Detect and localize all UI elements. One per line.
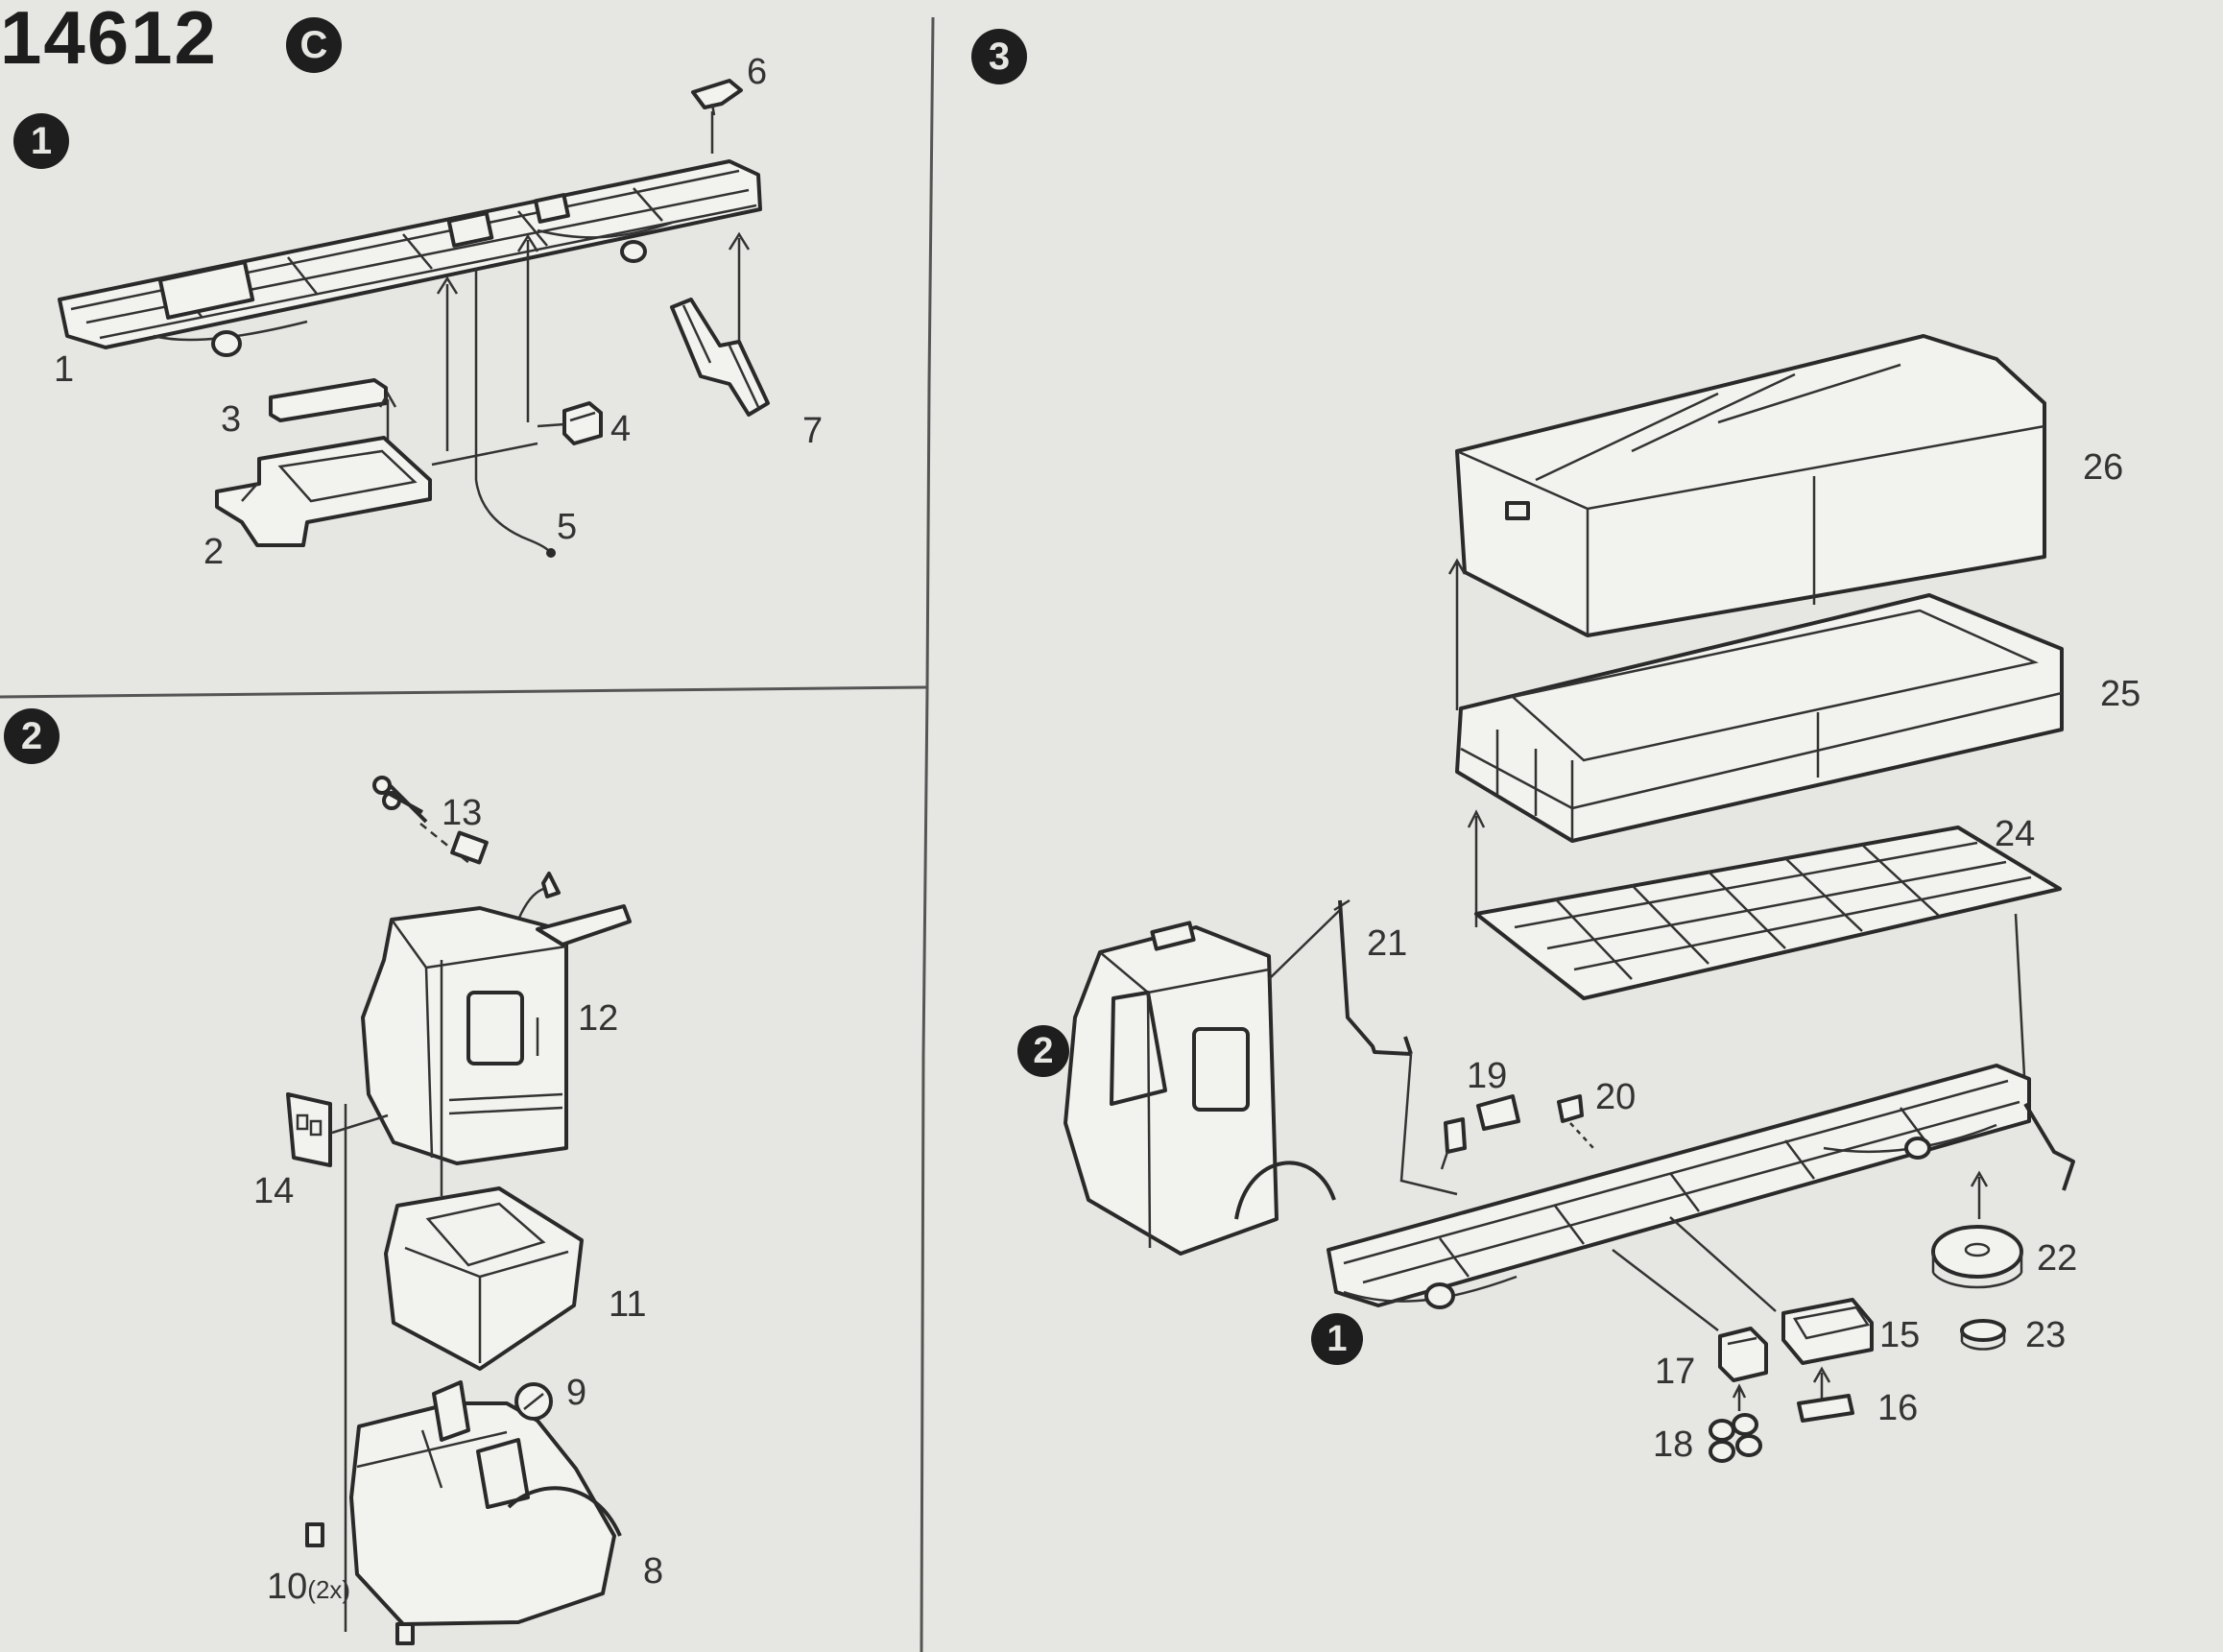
- guide-17: [1612, 1249, 1719, 1331]
- label-part-22: 22: [2037, 1238, 2078, 1279]
- cab-assembly: [1064, 921, 1336, 1256]
- arrow-16: [1812, 1366, 1831, 1401]
- label-part-16: 16: [1877, 1388, 1919, 1428]
- kit-number: 14612: [0, 0, 218, 75]
- part-13-piece: [450, 830, 489, 865]
- label-part-5: 5: [557, 507, 578, 547]
- label-part-19: 19: [1467, 1056, 1508, 1096]
- label-part-21: 21: [1367, 923, 1408, 964]
- step-3-chassis-ref-badge: 1: [1311, 1313, 1363, 1365]
- part-12-cab: [361, 904, 632, 1165]
- part-23-hub: [1960, 1319, 2006, 1351]
- chassis-frame-part-1: [58, 159, 762, 357]
- part-5-wire: [474, 479, 550, 552]
- part-6-mirror: [691, 79, 743, 116]
- part-21-pipe: [1338, 899, 1413, 1056]
- part-2-tank: [215, 436, 432, 547]
- arrow-step1-f: [378, 391, 397, 440]
- label-part-15: 15: [1879, 1315, 1921, 1355]
- part-13-horn: [541, 872, 561, 898]
- part-16-plate: [1797, 1394, 1854, 1423]
- part-3-plate: [269, 378, 388, 422]
- part-4-battery: [562, 401, 603, 445]
- part-7-bracket: [670, 298, 770, 417]
- battery-lead: [537, 422, 565, 428]
- label-part-4: 4: [610, 409, 632, 449]
- cab-ref-text: 2: [1033, 1030, 1054, 1071]
- label-part-26: 26: [2083, 447, 2124, 488]
- guide-21-to-cab: [1268, 898, 1351, 980]
- part-25-bed: [1455, 593, 2064, 843]
- step-3-badge: 3: [971, 29, 1027, 84]
- arrow-step1-c: [516, 233, 539, 422]
- variant-badge: C: [286, 17, 342, 73]
- part-14-grille: [286, 1092, 332, 1167]
- guide-14-to-12: [331, 1113, 389, 1135]
- arrow-step1-a: [436, 275, 459, 451]
- part-11-interior: [384, 1186, 584, 1371]
- label-part-10-qty: (2x): [307, 1575, 351, 1604]
- arrow-22: [1970, 1170, 1989, 1219]
- scissors-icon: [372, 776, 428, 824]
- arrow-25: [1467, 809, 1486, 927]
- part-18-parts: [1709, 1413, 1762, 1463]
- arrow-24: [2014, 913, 2027, 1095]
- vertical-divider: [920, 16, 935, 1652]
- part-20-cap: [1557, 1094, 1584, 1123]
- step-2-badge-text: 2: [20, 714, 43, 757]
- arrow-13-a: [516, 887, 544, 921]
- arrow-step1-d: [728, 231, 751, 355]
- label-part-6: 6: [747, 52, 768, 92]
- variant-badge-text: C: [299, 23, 328, 66]
- part-22-wheel: [1931, 1225, 2023, 1289]
- chassis-assembly: [1327, 1064, 2075, 1309]
- label-part-7: 7: [802, 411, 824, 451]
- arrow-18: [1732, 1383, 1747, 1411]
- label-part-18: 18: [1653, 1425, 1694, 1465]
- label-part-23: 23: [2025, 1315, 2067, 1355]
- part-15-box: [1781, 1298, 1874, 1365]
- label-part-10-number: 10: [267, 1567, 308, 1607]
- guide-20: [1569, 1122, 1594, 1149]
- label-part-9: 9: [566, 1373, 587, 1413]
- part-8-floor: [349, 1380, 622, 1626]
- label-part-20: 20: [1595, 1077, 1637, 1117]
- kit-number-text: 14612: [0, 0, 218, 80]
- part-24-grid: [1474, 826, 2062, 1000]
- label-part-25: 25: [2100, 674, 2141, 714]
- guide-15: [1669, 1216, 1777, 1312]
- guide-21: [1399, 1053, 1458, 1196]
- part-17-unit: [1718, 1327, 1768, 1382]
- label-part-2: 2: [203, 532, 225, 572]
- guide-19: [1440, 1151, 1449, 1170]
- part-10-b: [395, 1622, 415, 1645]
- label-part-12: 12: [578, 998, 619, 1039]
- label-part-10: 10(2x): [267, 1568, 350, 1605]
- step-3-cab-ref-badge: 2: [1017, 1025, 1069, 1077]
- label-part-24: 24: [1995, 814, 2036, 854]
- label-part-11: 11: [609, 1284, 647, 1325]
- part-5-end: [546, 548, 556, 558]
- part-9-spoke: [523, 1393, 544, 1410]
- label-part-17: 17: [1655, 1352, 1696, 1392]
- horizontal-divider: [0, 685, 928, 699]
- step-1-badge: 1: [13, 113, 69, 169]
- part-10-a: [305, 1522, 324, 1547]
- guide-tank-to-battery: [431, 442, 538, 467]
- step-1-badge-text: 1: [30, 119, 53, 162]
- chassis-ref-text: 1: [1327, 1318, 1348, 1359]
- label-part-8: 8: [643, 1551, 664, 1592]
- cut-line: [419, 823, 471, 865]
- label-part-13: 13: [442, 793, 483, 833]
- label-part-1: 1: [54, 349, 75, 390]
- arrow-26: [1447, 558, 1467, 710]
- step-2-badge: 2: [4, 708, 60, 764]
- label-part-14: 14: [253, 1171, 295, 1211]
- part-26-tarp: [1455, 334, 2046, 637]
- step-3-badge-text: 3: [988, 35, 1011, 78]
- label-part-3: 3: [221, 399, 242, 440]
- part-19-tank: [1444, 1094, 1520, 1154]
